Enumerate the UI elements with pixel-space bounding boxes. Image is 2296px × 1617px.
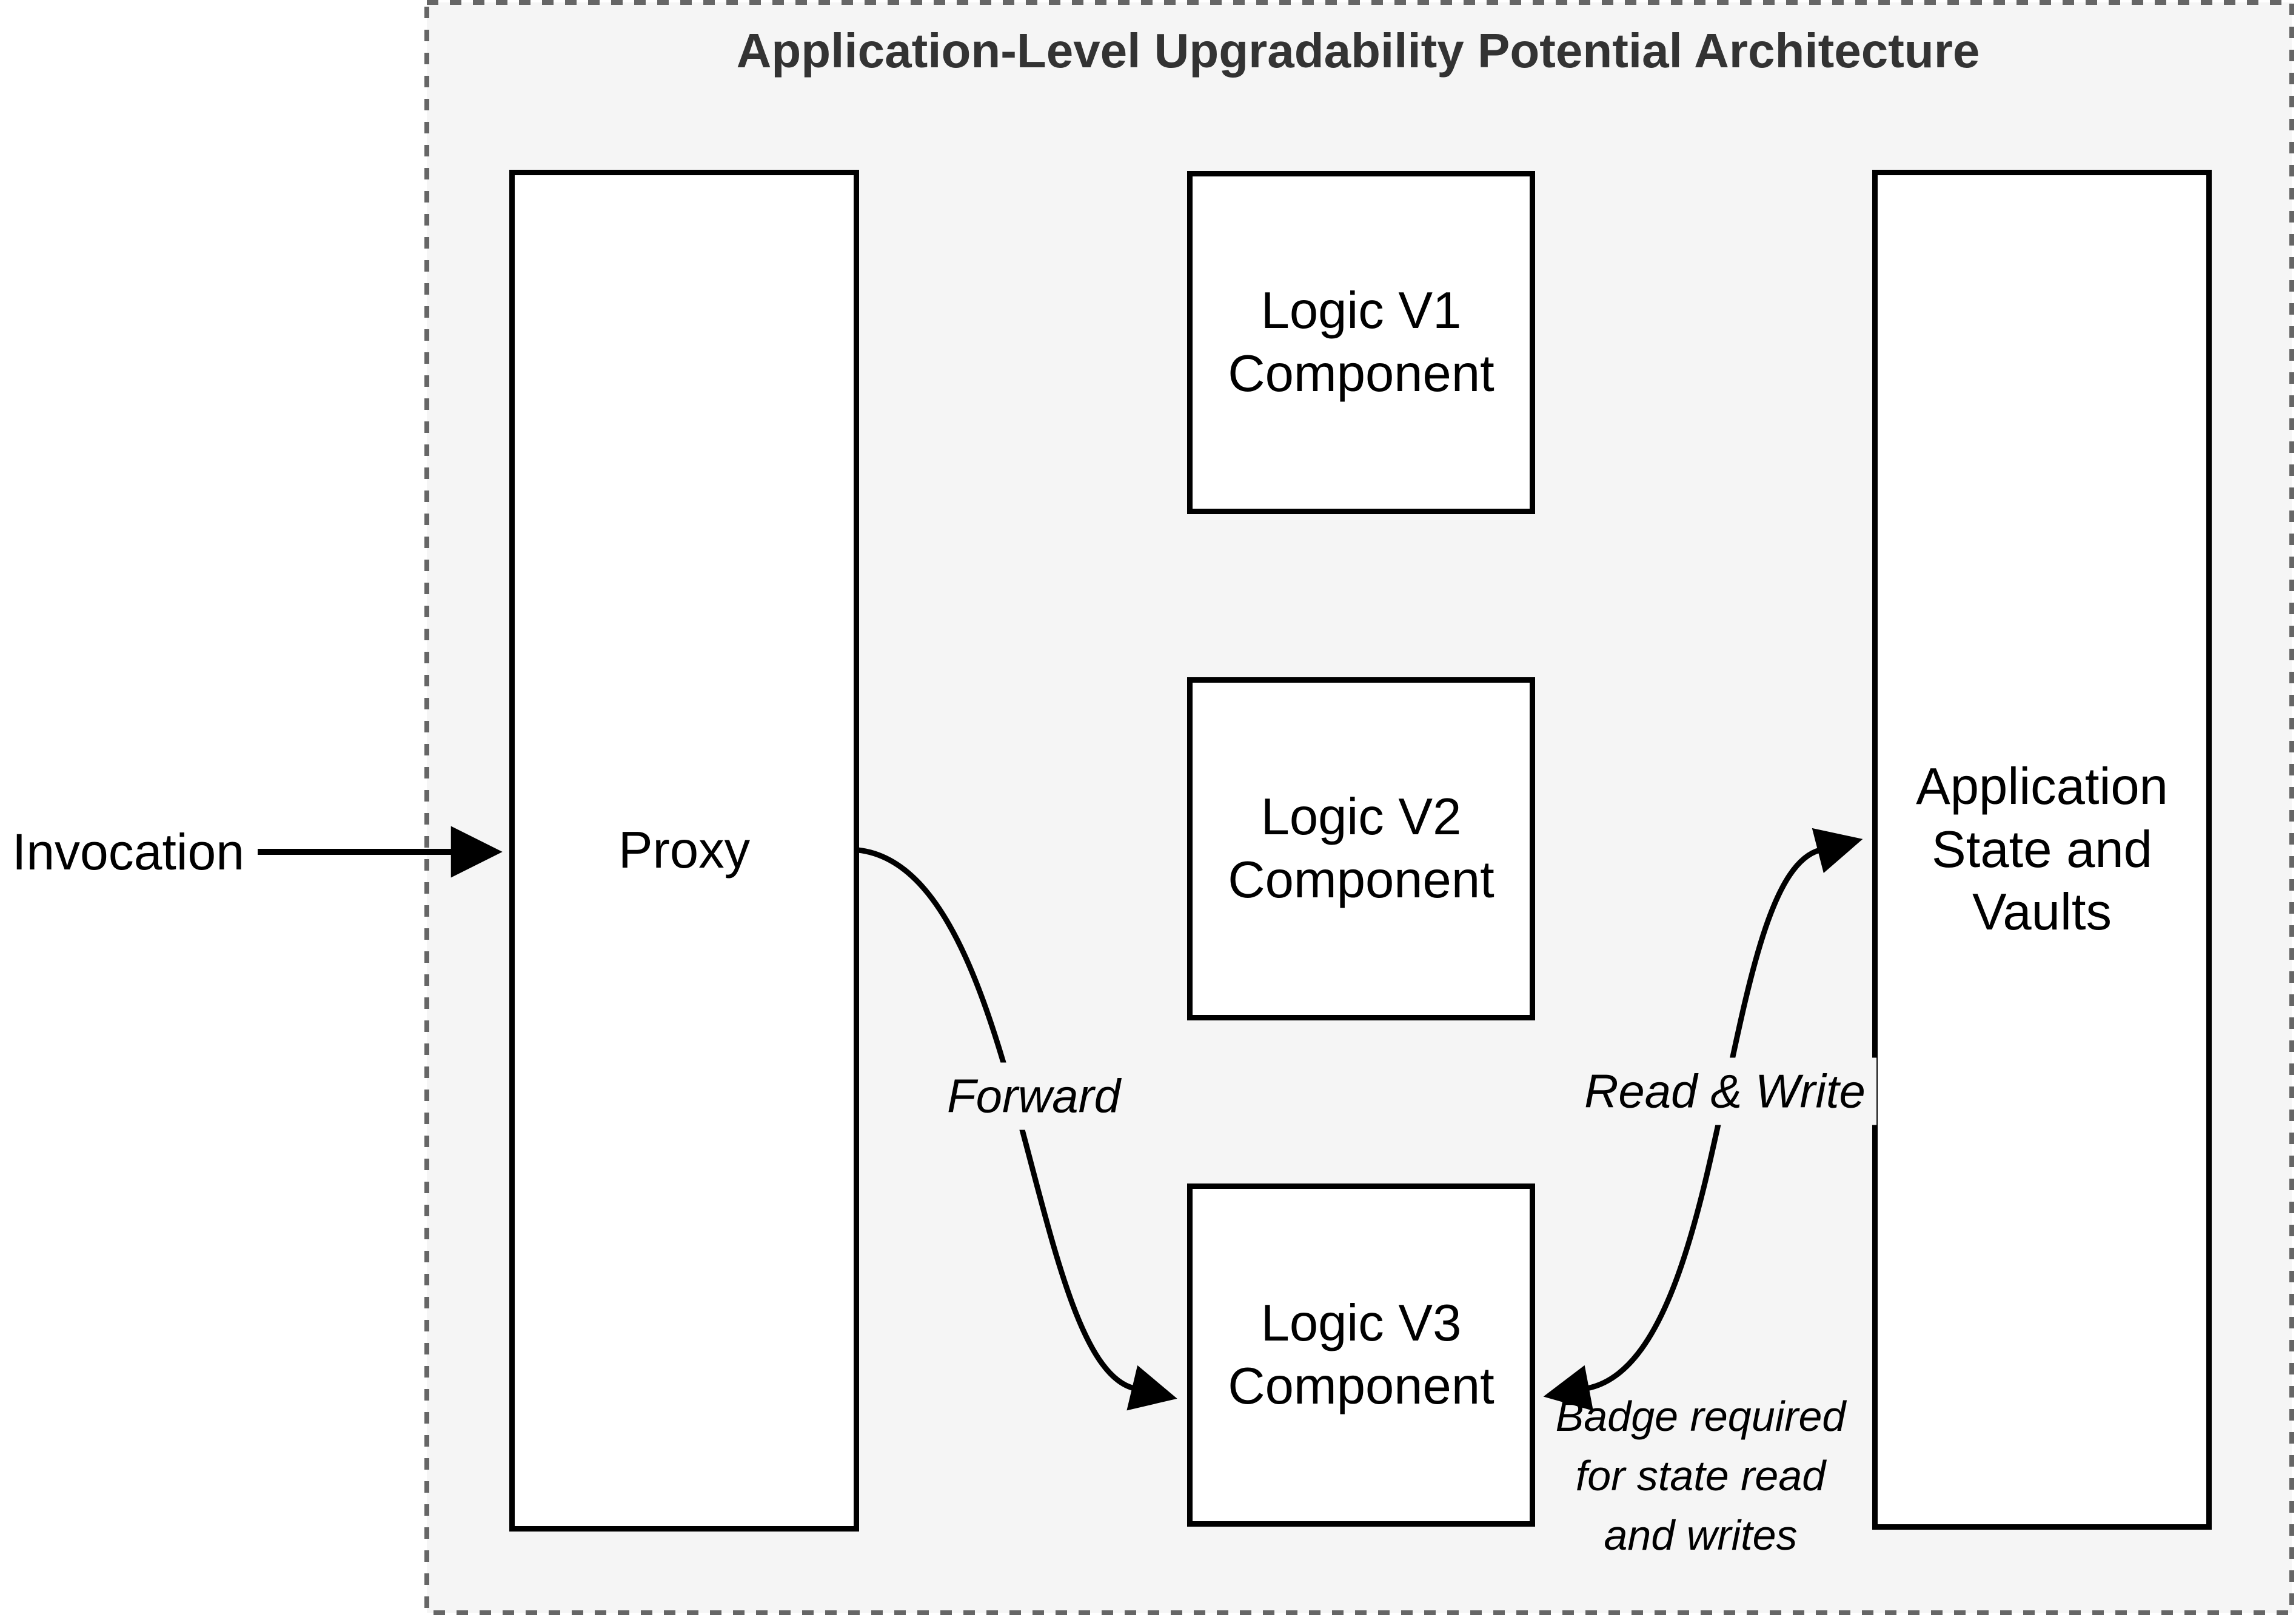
node-logic-v1: Logic V1 Component xyxy=(1187,171,1535,514)
node-logic-v3-line2: Component xyxy=(1228,1358,1494,1415)
node-logic-v2-line1: Logic V2 xyxy=(1260,788,1462,846)
node-logic-v3-line1: Logic V3 xyxy=(1260,1294,1462,1353)
node-app-state-line1: Application xyxy=(1916,757,2168,815)
badge-annotation-line3: and writes xyxy=(1604,1512,1798,1559)
forward-edge-label: Forward xyxy=(935,1062,1132,1130)
node-logic-v2-label: Logic V2 Component xyxy=(1228,786,1494,911)
node-proxy: Proxy xyxy=(509,170,859,1532)
node-proxy-label: Proxy xyxy=(618,822,751,880)
node-logic-v1-line2: Component xyxy=(1228,345,1494,403)
diagram-title: Application-Level Upgradability Potentia… xyxy=(736,24,1980,78)
node-logic-v1-label: Logic V1 Component xyxy=(1228,280,1494,405)
node-logic-v2: Logic V2 Component xyxy=(1187,677,1535,1020)
node-app-state-line3: Vaults xyxy=(1972,883,2112,942)
node-app-state-line2: State and xyxy=(1932,820,2152,879)
node-logic-v1-line1: Logic V1 xyxy=(1260,282,1462,340)
badge-annotation-line1: Badge required xyxy=(1555,1393,1846,1440)
node-logic-v3-label: Logic V3 Component xyxy=(1228,1292,1494,1418)
node-logic-v2-line2: Component xyxy=(1228,851,1494,909)
badge-annotation-line2: for state read xyxy=(1575,1452,1826,1499)
badge-annotation: Badge required for state read and writes xyxy=(1556,1387,1846,1565)
node-app-state-label: Application State and Vaults xyxy=(1916,755,2168,944)
node-logic-v3: Logic V3 Component xyxy=(1187,1183,1535,1527)
read-write-edge-label: Read & Write xyxy=(1573,1057,1876,1125)
node-app-state: Application State and Vaults xyxy=(1872,170,2212,1530)
invocation-label: Invocation xyxy=(12,823,244,880)
